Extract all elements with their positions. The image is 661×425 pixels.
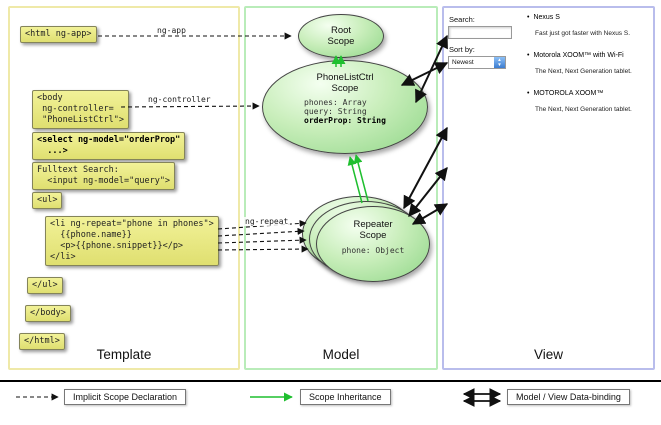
repeater-scope-title: Repeater Scope: [353, 219, 393, 241]
list-item: • Nexus S: [527, 14, 653, 21]
view-sort-label: Sort by:: [449, 45, 475, 54]
legend-scope-inheritance: Scope Inheritance: [300, 389, 391, 405]
code-ul-close: </ul>: [27, 277, 63, 295]
legend-implicit-scope: Implicit Scope Declaration: [64, 389, 187, 405]
code-li-ng-repeat: <li ng-repeat="phone in phones"> {{phone…: [45, 216, 219, 267]
phone-name: Motorola XOOM™ with Wi-Fi: [533, 52, 624, 59]
view-phone-list: • Nexus S Fast just got faster with Nexu…: [527, 14, 653, 128]
view-sort-dropdown: Newest ▲▼: [448, 56, 506, 69]
repeater-scope-prop: phone: Object: [341, 246, 405, 255]
code-ul-open: <ul>: [32, 192, 63, 210]
phone-snippet: The Next, Next Generation tablet.: [535, 68, 632, 75]
ng-controller-label: ng-controller: [146, 95, 213, 104]
list-item: • Motorola XOOM™ with Wi-Fi: [527, 52, 653, 59]
legend-separator: [0, 380, 661, 382]
model-column-label: Model: [322, 347, 360, 362]
list-item: • MOTOROLA XOOM™: [527, 90, 653, 97]
bullet-icon: •: [527, 14, 530, 21]
view-search-input: [448, 26, 512, 39]
root-scope-title: Root Scope: [327, 25, 355, 47]
template-column-label: Template: [96, 347, 152, 362]
repeater-scope-ellipse: Repeater Scope phone: Object: [316, 206, 430, 282]
phonelistctrl-scope-orderprop: orderProp: String: [304, 116, 386, 125]
phonelistctrl-scope-ellipse: PhoneListCtrl Scope phones: Array query:…: [262, 60, 428, 154]
code-html-close: </html>: [19, 333, 65, 351]
phone-snippet: The Next, Next Generation tablet.: [535, 106, 632, 113]
bullet-icon: •: [527, 52, 530, 59]
phone-name: Nexus S: [533, 14, 560, 21]
phonelistctrl-scope-title: PhoneListCtrl Scope: [316, 72, 374, 94]
dropdown-stepper-icon: ▲▼: [494, 57, 505, 68]
ng-app-label: ng-app: [155, 26, 188, 35]
phonelistctrl-scope-props: phones: Array query: String: [304, 98, 367, 116]
code-body-open: <body ng-controller= "PhoneListCtrl">: [32, 90, 129, 130]
view-search-label: Search:: [449, 15, 475, 24]
code-html-open: <html ng-app>: [20, 26, 97, 44]
root-scope-ellipse: Root Scope: [298, 14, 384, 58]
code-fulltext-search: Fulltext Search: <input ng-model="query"…: [32, 162, 176, 191]
view-column-label: View: [533, 347, 564, 362]
legend-data-binding: Model / View Data-binding: [507, 389, 630, 405]
code-select-ng-model: <select ng-model="orderProp" ...>: [32, 132, 186, 161]
view-sort-value: Newest: [452, 59, 474, 66]
bullet-icon: •: [527, 90, 530, 97]
code-body-close: </body>: [25, 305, 71, 323]
phone-snippet: Fast just got faster with Nexus S.: [535, 30, 631, 37]
phonelistctrl-scope-props-group: phones: Array query: String orderProp: S…: [304, 98, 386, 125]
phone-name: MOTOROLA XOOM™: [533, 90, 604, 97]
ng-repeat-label: ng-repeat: [243, 217, 291, 226]
